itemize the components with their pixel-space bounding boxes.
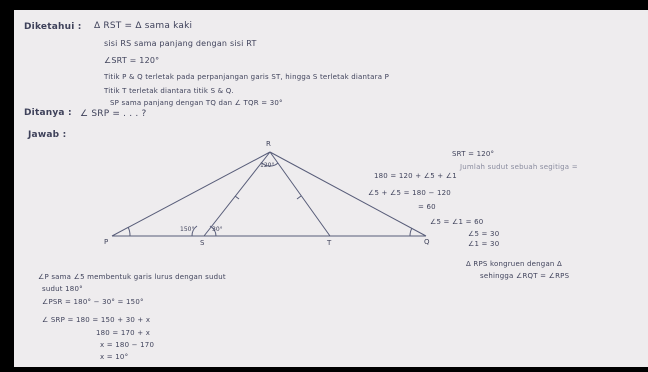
work-right-8: ∠1 = 30: [468, 240, 500, 248]
work-left-5: 180 = 170 + x: [96, 329, 151, 337]
tick-rs: [234, 195, 240, 200]
jawab-label: Jawab :: [28, 130, 67, 140]
work-left-3: ∠PSR = 180° − 30° = 150°: [42, 298, 144, 306]
work-right-2: Jumlah sudut sebuah segitiga =: [460, 163, 578, 171]
given-line-1: Δ RST = Δ sama kaki: [94, 21, 193, 31]
vertex-q-label: Q: [424, 238, 430, 246]
angle-p-arc: [127, 226, 131, 237]
work-right-9: Δ RPS kongruen dengan Δ: [466, 260, 562, 268]
line-pr: [111, 151, 271, 237]
work-right-7: ∠5 = 30: [468, 230, 500, 238]
angle-s-arc-left: [191, 225, 198, 237]
work-left-6: x = 180 − 170: [100, 341, 155, 349]
line-rs: [203, 151, 271, 237]
line-rt: [269, 151, 331, 237]
given-line-6: SP sama panjang dengan TQ dan ∠ TQR = 30…: [110, 99, 283, 107]
diketahui-label: Diketahui :: [24, 22, 82, 32]
work-right-4: ∠5 + ∠5 = 180 − 120: [368, 189, 451, 197]
ditanya-label: Ditanya :: [24, 108, 72, 118]
work-left-4: ∠ SRP = 180 = 150 + 30 + x: [42, 316, 151, 324]
given-line-2: sisi RS sama panjang dengan sisi RT: [104, 39, 257, 48]
work-right-6: ∠5 = ∠1 = 60: [430, 218, 484, 226]
angle-s-right-label: 30°: [212, 226, 223, 233]
work-left-2: sudut 180°: [42, 285, 83, 293]
angle-r-arc: [261, 162, 279, 167]
question-text: ∠ SRP = . . . ?: [80, 109, 147, 119]
angle-r-label: 120°: [260, 162, 275, 169]
angle-s-arc-right: [209, 225, 217, 237]
given-line-3: ∠SRT = 120°: [104, 56, 160, 65]
angle-q-arc: [409, 227, 413, 237]
triangle-diagram: [111, 151, 427, 237]
work-right-3: 180 = 120 + ∠5 + ∠1: [374, 172, 457, 180]
work-right-1: SRT = 120°: [452, 150, 495, 158]
vertex-s-label: S: [200, 239, 205, 247]
line-rq: [269, 151, 427, 237]
work-right-5: = 60: [418, 203, 436, 211]
angle-s-left-label: 150°: [180, 226, 195, 233]
vertex-r-label: R: [266, 140, 271, 148]
vertex-p-label: P: [104, 238, 109, 246]
vertex-t-label: T: [327, 239, 332, 247]
tick-rt: [296, 195, 302, 200]
work-left-1: ∠P sama ∠5 membentuk garis lurus dengan …: [38, 273, 226, 281]
given-line-4: Titik P & Q terletak pada perpanjangan g…: [104, 73, 390, 81]
worksheet-photo: Diketahui : Δ RST = Δ sama kaki sisi RS …: [14, 10, 648, 367]
work-left-7: x = 10°: [100, 353, 129, 361]
given-line-5: Titik T terletak diantara titik S & Q.: [104, 87, 234, 95]
work-right-10: sehingga ∠RQT = ∠RPS: [480, 272, 570, 280]
